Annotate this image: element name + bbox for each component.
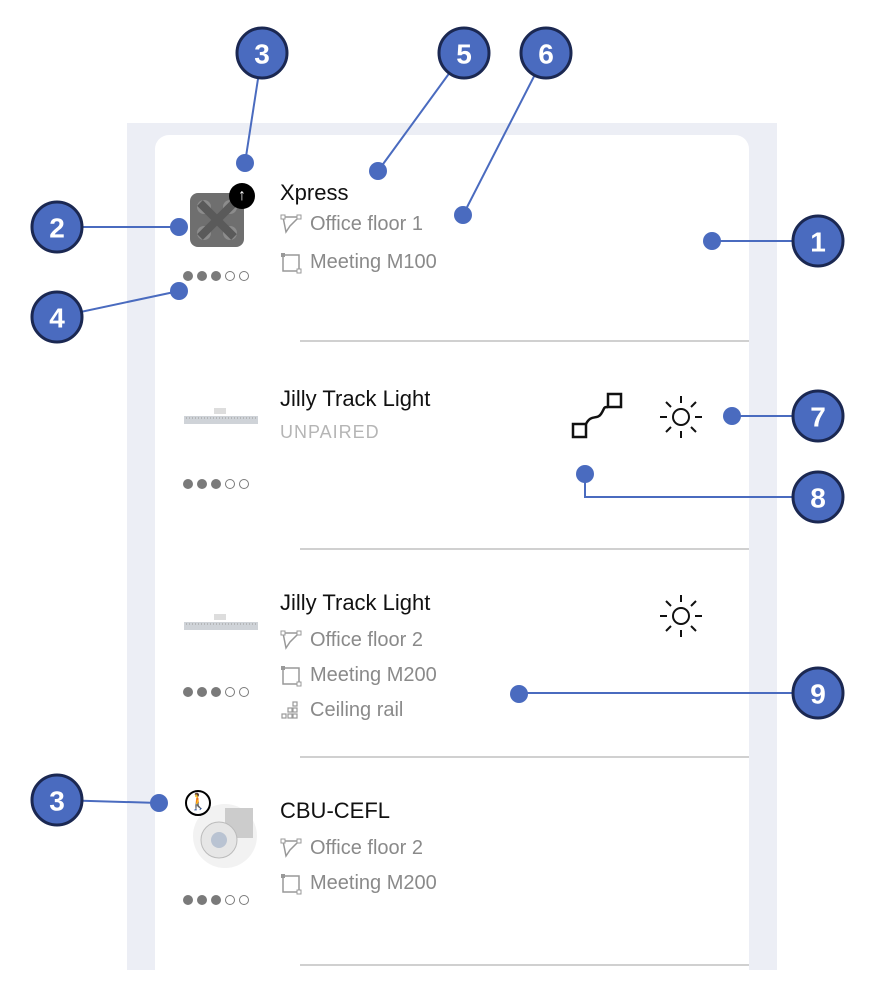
group-row: Ceiling rail bbox=[280, 699, 403, 722]
zone-row: Office floor 2 bbox=[280, 837, 423, 860]
room-row: Meeting M200 bbox=[280, 872, 437, 895]
motion-sensor-icon: 🚶 bbox=[185, 790, 211, 816]
svg-text:9: 9 bbox=[810, 679, 826, 710]
zone-label: Office floor 1 bbox=[310, 213, 424, 235]
divider bbox=[300, 756, 749, 758]
svg-text:8: 8 bbox=[810, 483, 826, 514]
signal-strength bbox=[183, 271, 249, 281]
divider bbox=[300, 548, 749, 550]
svg-text:2: 2 bbox=[49, 213, 65, 244]
callout-1: 1 bbox=[791, 214, 845, 268]
zone-icon bbox=[280, 214, 302, 234]
arrow-up-icon: ↑ bbox=[229, 183, 255, 209]
device-name: Jilly Track Light bbox=[280, 590, 431, 615]
zone-label: Office floor 2 bbox=[310, 629, 424, 651]
track-light-thumbnail bbox=[184, 404, 258, 426]
signal-strength bbox=[183, 479, 249, 489]
svg-text:7: 7 bbox=[810, 402, 826, 433]
zone-row: Office floor 2 bbox=[280, 629, 423, 652]
zone-icon bbox=[280, 630, 302, 650]
sensor-thumbnail bbox=[191, 796, 263, 868]
svg-text:3: 3 bbox=[49, 786, 65, 817]
status-label: UNPAIRED bbox=[280, 422, 380, 442]
room-label: Meeting M200 bbox=[310, 664, 437, 686]
svg-text:3: 3 bbox=[254, 39, 270, 70]
callout-5: 5 bbox=[437, 26, 491, 80]
device-row-jilly-paired[interactable]: Jilly Track Light Office floor 2 Meeting… bbox=[155, 550, 749, 756]
device-row-jilly-unpaired[interactable]: Jilly Track Light UNPAIRED bbox=[155, 342, 749, 548]
identify-light-icon[interactable] bbox=[658, 394, 704, 440]
room-icon bbox=[281, 665, 302, 686]
device-row-cbu-cefl[interactable]: 🚶 CBU-CEFL Office floor 2 Meeting M200 bbox=[155, 758, 749, 964]
divider bbox=[300, 340, 749, 342]
svg-text:4: 4 bbox=[49, 303, 65, 334]
room-label: Meeting M100 bbox=[310, 251, 437, 273]
group-icon bbox=[281, 700, 298, 719]
svg-text:1: 1 bbox=[810, 227, 826, 258]
zone-icon bbox=[280, 838, 302, 858]
zone-row: Office floor 1 bbox=[280, 213, 423, 236]
callout-4: 4 bbox=[30, 290, 84, 344]
callout-7: 7 bbox=[791, 389, 845, 443]
signal-strength bbox=[183, 895, 249, 905]
signal-strength bbox=[183, 687, 249, 697]
room-label: Meeting M200 bbox=[310, 872, 437, 894]
track-light-thumbnail bbox=[184, 610, 258, 632]
room-icon bbox=[281, 873, 302, 894]
callout-8: 8 bbox=[791, 470, 845, 524]
device-name: Jilly Track Light bbox=[280, 386, 431, 411]
callout-3b: 3 bbox=[30, 773, 84, 827]
device-name: Xpress bbox=[280, 180, 349, 205]
callout-6: 6 bbox=[519, 26, 573, 80]
callout-3: 3 bbox=[235, 26, 289, 80]
room-icon bbox=[281, 252, 302, 273]
zone-label: Office floor 2 bbox=[310, 837, 424, 859]
room-row: Meeting M100 bbox=[280, 251, 437, 274]
group-label: Ceiling rail bbox=[310, 699, 404, 721]
svg-text:5: 5 bbox=[456, 39, 472, 70]
divider bbox=[300, 964, 749, 966]
room-row: Meeting M200 bbox=[280, 664, 437, 687]
xpress-thumbnail bbox=[190, 193, 244, 247]
device-row-xpress[interactable]: ↑ Xpress Office floor 1 Meeting M100 bbox=[155, 150, 749, 340]
svg-text:6: 6 bbox=[538, 39, 554, 70]
pair-link-icon[interactable] bbox=[571, 390, 625, 442]
callout-9: 9 bbox=[791, 666, 845, 720]
device-name: CBU-CEFL bbox=[280, 798, 391, 823]
callout-2: 2 bbox=[30, 200, 84, 254]
identify-light-icon[interactable] bbox=[658, 593, 704, 639]
